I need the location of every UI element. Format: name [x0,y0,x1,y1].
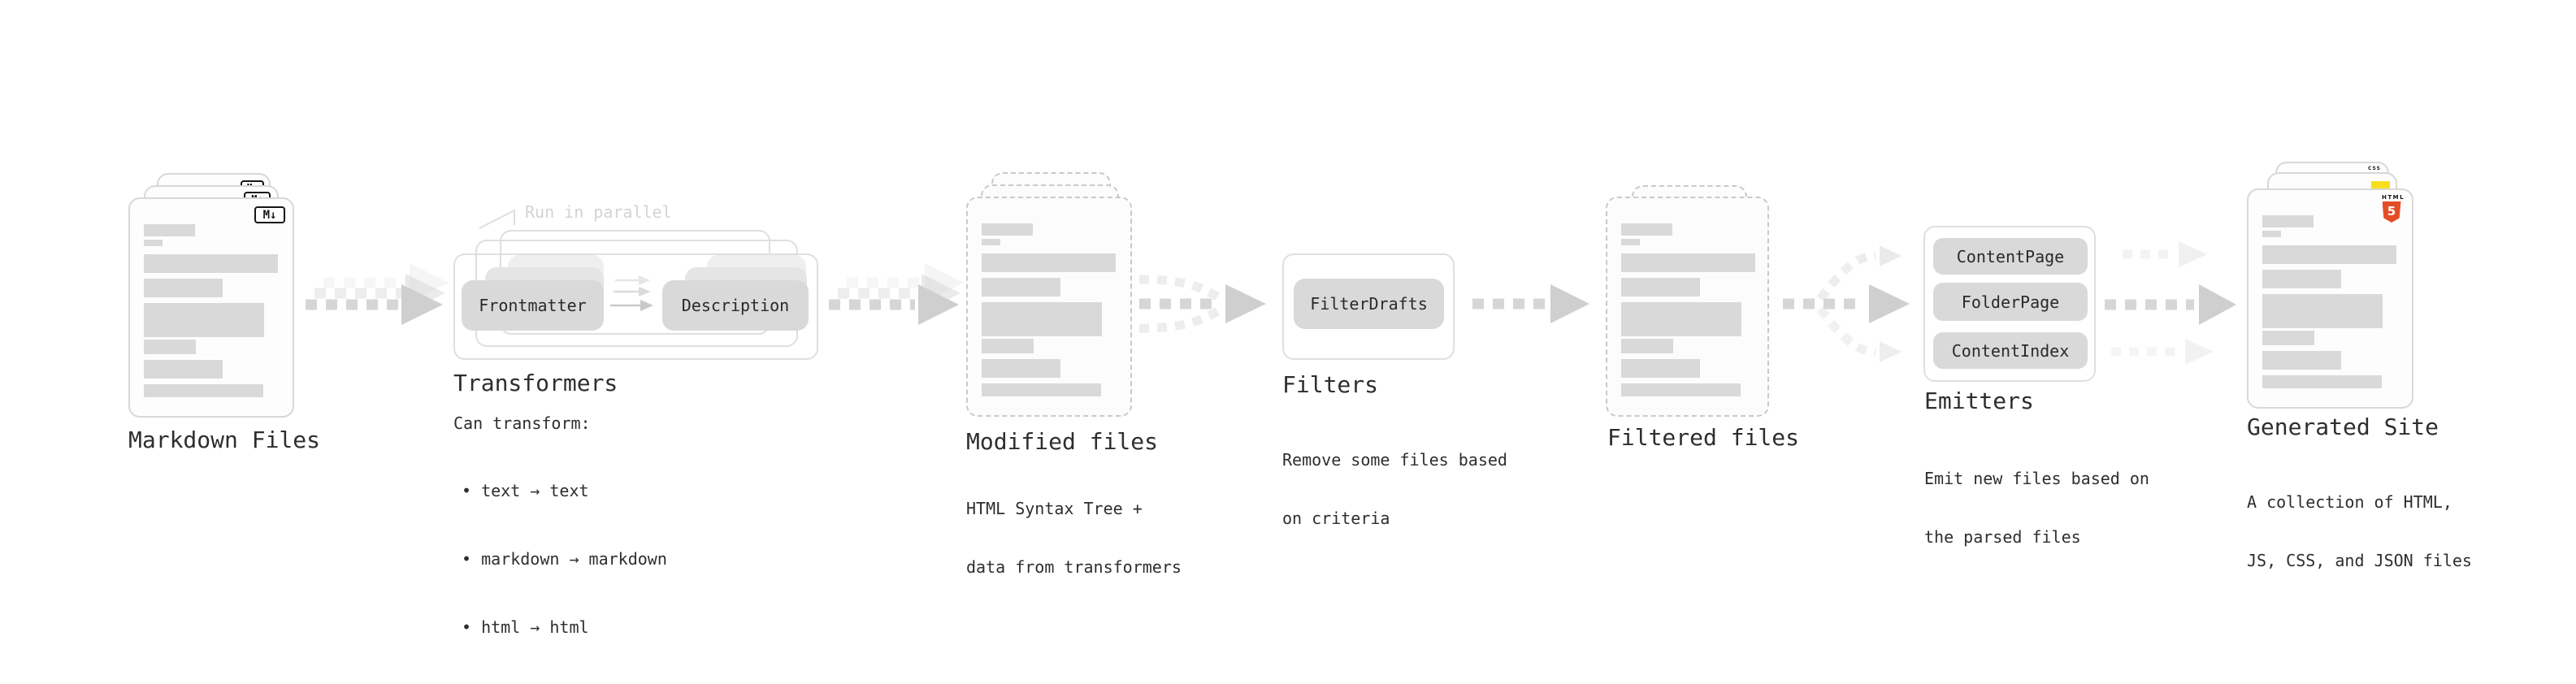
bullet-item: • text → text [462,481,589,500]
skeleton-bar [1621,383,1741,396]
skeleton-bar [1621,223,1672,236]
transformers-title: Transformers [453,370,618,396]
skeleton-bar [982,239,1000,245]
filtered-file-card-front [1606,197,1769,417]
emitters-description: Emit new files based on the parsed files [1924,430,2149,586]
skeleton-bar [2262,331,2314,345]
arrow-filters-to-filtered [1472,284,1589,323]
description-line: HTML Syntax Tree + [966,499,1143,518]
filterdrafts-node: FilterDrafts [1294,279,1444,329]
description-node: Description [662,280,809,331]
arrow-emitters-to-site [2105,241,2236,365]
skeleton-bar [1621,239,1640,245]
run-in-parallel-annotation: Run in parallel [525,202,672,222]
html5-icon-shield: 5 [2382,201,2401,223]
description-line: on criteria [1282,509,1390,528]
skeleton-bar [144,254,278,273]
description-line: data from transformers [966,557,1182,577]
modified-files-title: Modified files [966,428,1159,455]
skeleton-bar [1621,302,1741,336]
folderpage-node: FolderPage [1933,283,2088,321]
generated-site-description: A collection of HTML, JS, CSS, and JSON … [2247,453,2472,609]
emitters-frame [1923,226,2096,382]
filters-description: Remove some files based on criteria [1282,411,1507,567]
description-line: the parsed files [1924,527,2081,547]
skeleton-bar [982,278,1060,297]
description-line: JS, CSS, and JSON files [2247,551,2472,570]
skeleton-bar [982,359,1060,378]
skeleton-bar [2262,270,2341,288]
contentpage-node: ContentPage [1933,238,2088,275]
arrow-markdown-to-transformers [306,263,449,325]
js-icon [2371,181,2390,188]
skeleton-bar [2262,231,2281,237]
modified-file-card-front [966,197,1132,417]
markdown-file-card-front: M↓ [128,197,294,418]
document-skeleton [1607,198,1767,415]
markdown-icon: M↓ [254,206,285,223]
filters-frame [1282,253,1455,360]
bullet-item: • markdown → markdown [462,549,667,569]
skeleton-bar [144,340,196,354]
css-icon-label: CSS [2368,166,2381,171]
skeleton-bar [1621,339,1673,353]
skeleton-bar [2262,294,2383,328]
skeleton-bar [982,383,1101,396]
site-card-html: HTML 5 [2247,188,2413,409]
document-skeleton [968,198,1130,415]
skeleton-bar [1621,278,1700,297]
skeleton-bar [982,339,1034,353]
run-in-parallel-leader-line [479,209,515,229]
skeleton-bar [2262,375,2382,388]
skeleton-bar [2262,215,2314,227]
modified-files-description: HTML Syntax Tree + data from transformer… [966,460,1182,616]
contentindex-node: ContentIndex [1933,332,2088,369]
document-skeleton [2249,190,2412,407]
frontmatter-node: Frontmatter [462,280,604,331]
document-skeleton [130,199,293,416]
emitters-title: Emitters [1924,387,2034,414]
generated-site-title: Generated Site [2247,413,2439,440]
skeleton-bar [1621,359,1700,378]
arrow-filtered-to-emitters [1783,245,1910,362]
skeleton-bar [144,279,223,297]
skeleton-bar [982,223,1033,236]
skeleton-bar [144,360,223,379]
skeleton-bar [144,240,163,246]
transformers-frame-front [453,253,818,360]
arrow-transformers-to-modified [829,263,964,325]
transformers-bullet-list: • text → text • markdown → markdown • ht… [453,434,667,684]
filtered-files-title: Filtered files [1607,424,1800,451]
markdown-files-title: Markdown Files [128,426,321,453]
bullet-item: • html → html [462,617,589,637]
html5-icon-label: HTML [2382,194,2405,201]
skeleton-bar [1621,253,1755,272]
skeleton-bar [144,224,195,236]
transformers-description-heading: Can transform: [453,413,591,433]
filters-title: Filters [1282,371,1379,398]
arrow-modified-to-filters [1138,275,1266,333]
description-line: Remove some files based [1282,450,1507,470]
description-line: Emit new files based on [1924,469,2149,488]
html5-icon: HTML 5 [2382,194,2405,223]
skeleton-bar [982,302,1102,336]
skeleton-bar [982,253,1116,272]
skeleton-bar [144,384,263,397]
description-line: A collection of HTML, [2247,492,2452,512]
skeleton-bar [144,303,264,337]
skeleton-bar [2262,245,2396,264]
skeleton-bar [2262,351,2341,370]
